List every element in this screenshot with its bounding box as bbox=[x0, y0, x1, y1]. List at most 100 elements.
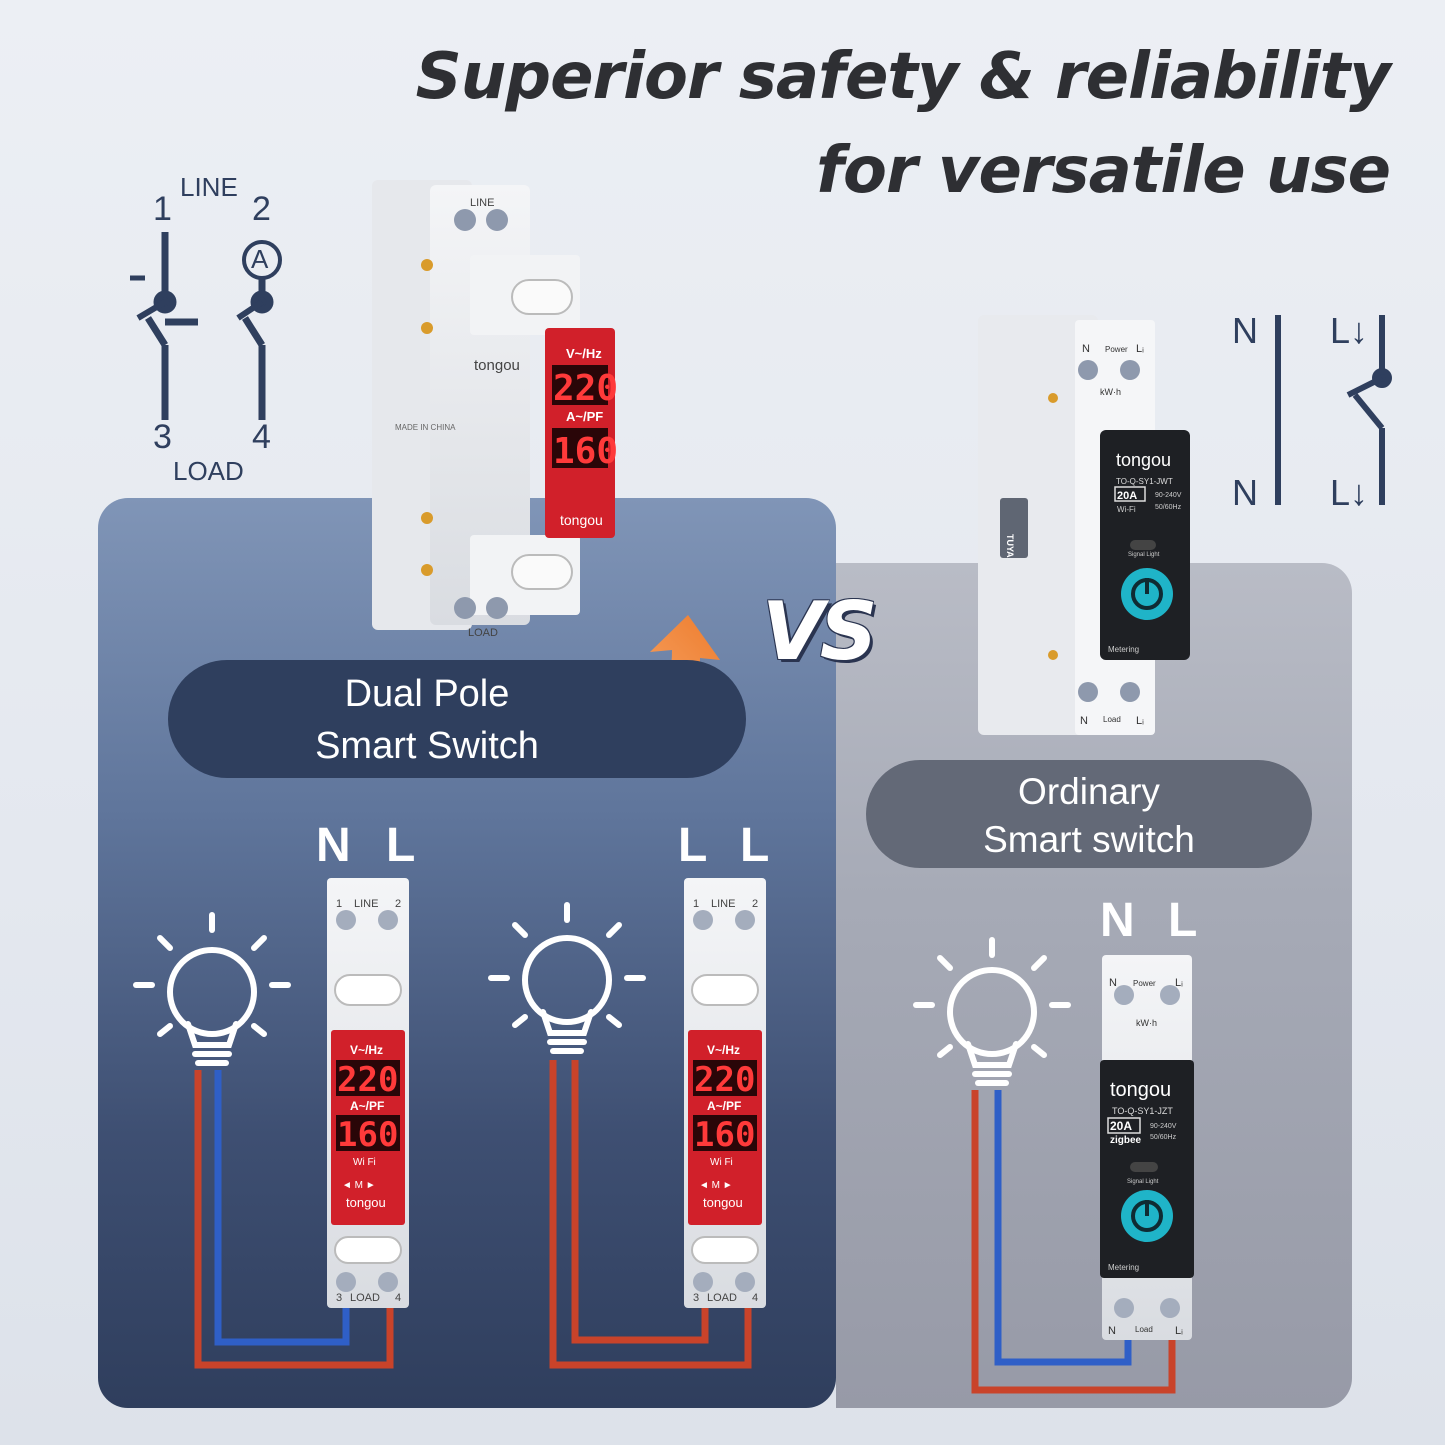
hero-body-brand: tongou bbox=[474, 357, 520, 374]
device-b-current: 160 bbox=[694, 1115, 755, 1155]
wifi-device-model: TO-Q-SY1-JWT bbox=[1116, 477, 1173, 486]
hero-current-readout: 160 bbox=[553, 431, 618, 472]
bulb-icon bbox=[488, 902, 646, 1054]
zigbee-device-radio: zigbee bbox=[1110, 1135, 1142, 1146]
wifi-device-l-top: Lᵢ bbox=[1136, 343, 1144, 355]
device-b-t4: 4 bbox=[752, 1292, 758, 1304]
zigbee-device-model: TO-Q-SY1-JZT bbox=[1112, 1106, 1173, 1116]
wiring-a bbox=[194, 1070, 394, 1369]
ordinary-schematic-l-bottom: L↓ bbox=[1330, 472, 1369, 513]
device-a-t4: 4 bbox=[395, 1292, 401, 1304]
zigbee-device-l-bottom: Lᵢ bbox=[1175, 1325, 1183, 1337]
device-b-wifi-badge: Wi Fi bbox=[710, 1157, 733, 1168]
hero-apf-label: A~/PF bbox=[566, 409, 603, 424]
wiring-b-left-label: L bbox=[678, 819, 708, 872]
ordinary-wifi-device bbox=[978, 315, 1190, 735]
schematic-line-label: LINE bbox=[180, 172, 238, 202]
zigbee-device-l-top: Lᵢ bbox=[1175, 977, 1183, 989]
vs-label: VS bbox=[762, 585, 878, 678]
schematic-terminal-1: 1 bbox=[153, 190, 172, 228]
device-a-line: LINE bbox=[354, 898, 378, 910]
ordinary-schematic-n-top: N bbox=[1232, 310, 1258, 351]
device-a-t2: 2 bbox=[395, 898, 401, 910]
device-b-load: LOAD bbox=[707, 1292, 737, 1304]
page-headline: Superior safety & reliability for versat… bbox=[415, 30, 1391, 218]
device-b-buttons: ◄ M ► bbox=[699, 1180, 733, 1191]
device-b-line: LINE bbox=[711, 898, 735, 910]
device-b-t3: 3 bbox=[693, 1292, 699, 1304]
zigbee-device-power: Power bbox=[1133, 979, 1156, 988]
device-b-t1: 1 bbox=[693, 898, 699, 910]
device-b-apf: A~/PF bbox=[707, 1099, 741, 1113]
device-b-voltage: 220 bbox=[694, 1060, 755, 1100]
wiring-c bbox=[971, 1090, 1176, 1394]
hero-line-label: LINE bbox=[470, 197, 494, 209]
ordinary-schematic bbox=[1275, 315, 1392, 505]
schematic-terminal-2: 2 bbox=[252, 190, 271, 228]
device-b-t2: 2 bbox=[752, 898, 758, 910]
wiring-a-left-label: N bbox=[316, 819, 351, 872]
zigbee-device-signal-label: Signal Light bbox=[1127, 1179, 1159, 1185]
zigbee-device-rating: 20A bbox=[1110, 1119, 1132, 1133]
ordinary-zigbee-device bbox=[1100, 955, 1194, 1340]
wifi-device-voltage: 90-240V bbox=[1155, 492, 1182, 499]
wifi-device-kwh: kW·h bbox=[1100, 387, 1121, 397]
hero-made-in: MADE IN CHINA bbox=[395, 423, 456, 432]
ordinary-title-line-1: Ordinary bbox=[1018, 771, 1160, 812]
device-b-brand: tongou bbox=[703, 1195, 743, 1210]
device-a-load: LOAD bbox=[350, 1292, 380, 1304]
wiring-c-right-label: L bbox=[1168, 894, 1198, 947]
wifi-device-freq: 50/60Hz bbox=[1155, 504, 1182, 511]
schematic-terminal-3: 3 bbox=[153, 418, 172, 456]
dual-pole-title-pill: Dual Pole Smart Switch bbox=[168, 660, 746, 778]
hero-voltage-readout: 220 bbox=[553, 368, 618, 409]
device-a-current: 160 bbox=[337, 1115, 398, 1155]
zigbee-device-metering: Metering bbox=[1108, 1263, 1139, 1272]
dual-pole-device-b bbox=[684, 878, 766, 1308]
hero-load-label: LOAD bbox=[468, 627, 498, 639]
wifi-device-brand: tongou bbox=[1116, 450, 1171, 470]
wiring-a-right-label: L bbox=[386, 819, 416, 872]
wiring-b-right-label: L bbox=[740, 819, 770, 872]
bulb-icon bbox=[913, 937, 1071, 1086]
device-a-brand: tongou bbox=[346, 1195, 386, 1210]
ordinary-schematic-n-bottom: N bbox=[1232, 472, 1258, 513]
dual-pole-title-line-1: Dual Pole bbox=[344, 673, 510, 715]
wiring-c-left-label: N bbox=[1100, 894, 1135, 947]
hero-brand-logo: tongou bbox=[560, 512, 603, 528]
device-a-t1: 1 bbox=[336, 898, 342, 910]
wifi-device-rating: 20A bbox=[1117, 490, 1137, 502]
dual-pole-device-hero bbox=[372, 180, 615, 630]
wifi-device-radio: Wi-Fi bbox=[1117, 505, 1136, 514]
zigbee-device-n-bottom: N bbox=[1108, 1325, 1116, 1337]
upgrade-arrow-icon bbox=[600, 615, 720, 739]
wifi-device-l-bottom: Lᵢ bbox=[1136, 715, 1144, 727]
ammeter-icon: A bbox=[251, 244, 269, 274]
device-b-vhz: V~/Hz bbox=[707, 1043, 740, 1057]
device-a-voltage: 220 bbox=[337, 1060, 398, 1100]
device-a-wifi-badge: Wi Fi bbox=[353, 1157, 376, 1168]
wifi-device-power: Power bbox=[1105, 345, 1128, 354]
wiring-b bbox=[549, 1060, 752, 1369]
device-a-apf: A~/PF bbox=[350, 1099, 384, 1113]
tuya-logo: TUYA bbox=[1005, 534, 1015, 558]
device-a-t3: 3 bbox=[336, 1292, 342, 1304]
wifi-device-n-bottom: N bbox=[1080, 715, 1088, 727]
zigbee-device-voltage: 90-240V bbox=[1150, 1123, 1177, 1130]
dual-pole-device-a bbox=[327, 878, 409, 1308]
bulb-icon bbox=[133, 912, 291, 1066]
zigbee-device-freq: 50/60Hz bbox=[1150, 1134, 1177, 1141]
headline-line-1: Superior safety & reliability bbox=[415, 40, 1391, 114]
zigbee-device-load: Load bbox=[1135, 1325, 1153, 1334]
dual-pole-schematic bbox=[130, 232, 282, 420]
zigbee-device-kwh: kW·h bbox=[1136, 1018, 1157, 1028]
schematic-terminal-4: 4 bbox=[252, 418, 271, 456]
device-a-vhz: V~/Hz bbox=[350, 1043, 383, 1057]
device-a-buttons: ◄ M ► bbox=[342, 1180, 376, 1191]
ordinary-title-pill: Ordinary Smart switch bbox=[866, 760, 1312, 868]
headline-line-2: for versatile use bbox=[816, 134, 1391, 208]
hero-vhz-label: V~/Hz bbox=[566, 346, 602, 361]
schematic-load-label: LOAD bbox=[173, 456, 244, 486]
wifi-device-load: Load bbox=[1103, 715, 1121, 724]
